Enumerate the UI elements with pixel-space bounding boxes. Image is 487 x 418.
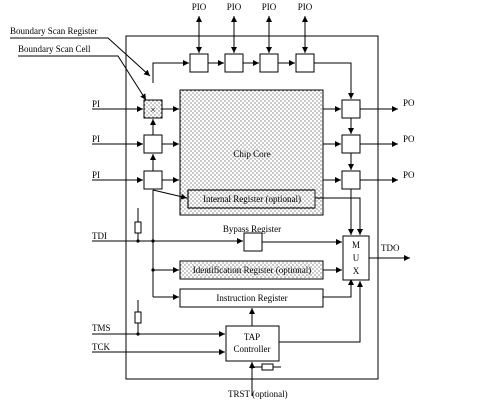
instruction-register-label: Instruction Register [216, 293, 287, 303]
pi-label-1: PI [92, 99, 100, 109]
mux [342, 235, 370, 281]
boundary-cell-left-2 [143, 134, 163, 154]
po-label-3: PO [403, 170, 415, 180]
boundary-cell-top-3 [259, 53, 279, 73]
bypass-register-label: Bypass Register [223, 224, 281, 234]
boundary-cell-top-4 [295, 53, 315, 73]
boundary-cell-top-1 [189, 53, 209, 73]
boundary-scan-register-label: Boundary Scan Register [10, 26, 97, 36]
boundary-cell-top-2 [224, 53, 244, 73]
pio-label-4: PIO [298, 2, 313, 12]
internal-register-label: Internal Register (optional) [203, 194, 301, 204]
pio-label-3: PIO [262, 2, 277, 12]
instruction-register [179, 288, 324, 308]
mux-letter-u: U [353, 253, 360, 263]
po-label-2: PO [403, 134, 415, 144]
trst-label: TRST (optional) [228, 389, 288, 399]
pi-label-2: PI [92, 134, 100, 144]
mux-letter-m: M [352, 240, 360, 250]
tdo-label: TDO [381, 243, 400, 253]
boundary-cell-right-2 [341, 134, 361, 154]
tap-controller-label-line1: TAP [244, 332, 260, 342]
pio-label-2: PIO [227, 2, 242, 12]
identification-register-label: Identification Register (optional) [193, 265, 311, 275]
boundary-scan-cell-label: Boundary Scan Cell [18, 44, 91, 54]
top-boundary-cells [189, 53, 315, 73]
mux-letter-x: X [353, 266, 360, 276]
tap-controller-label-line2: Controller [234, 344, 271, 354]
tap-controller [225, 325, 280, 362]
chip-core-label: Chip Core [233, 149, 270, 159]
pio-label-1: PIO [192, 2, 207, 12]
po-label-1: PO [403, 98, 415, 108]
pi-label-3: PI [92, 170, 100, 180]
boundary-cell-right-3 [341, 170, 361, 190]
tms-label: TMS [92, 323, 111, 333]
boundary-cell-right-1 [341, 99, 361, 119]
tdi-label: TDI [92, 231, 107, 241]
bypass-register [243, 232, 263, 252]
tck-label: TCK [92, 342, 111, 352]
boundary-cell-left-3 [143, 170, 163, 190]
cell-cross-icon: × [150, 105, 155, 115]
